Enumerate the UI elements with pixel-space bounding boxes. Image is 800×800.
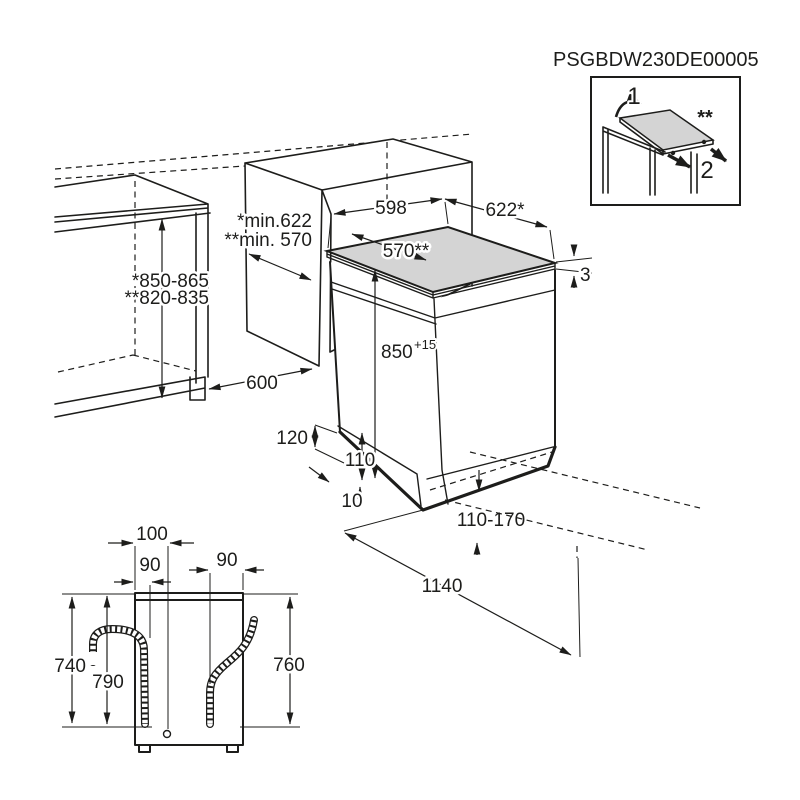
side-gap-connectors [314,424,345,464]
toe-step-arrow-diag [308,466,330,483]
inset-step1-label: 1 [627,83,640,110]
counter-depth-label: 600 [246,373,278,394]
rear-extension-lines [62,546,300,729]
dishwasher-base-heavy-edges [338,430,557,512]
counter-height-label-a: *850-865 [132,271,209,292]
worktop-pin-right [701,139,707,145]
floor-dashed-lines [429,451,701,558]
drawing-code: PSGBDW230DE00005 [553,49,759,71]
drain-hose-connector [85,652,100,665]
pull-arrow-left [667,153,691,169]
inset-note-label: ** [697,107,713,129]
counter-height-label-b: **820-835 [124,288,209,309]
thickness-extension-lines [555,257,593,274]
rear-view: 100 90 90 740 790 760 [52,522,307,753]
base-height-label: 110 [345,450,375,471]
door-open-label: 1140 [422,576,463,597]
dishwasher: 598 622* 570** 3 850 +15 120 110 10 110-… [274,196,593,555]
top-diagonal-arrow [444,198,548,228]
niche-depth-label-a: *min.622 [237,211,312,232]
pull-arrow-right [709,147,728,163]
inlet-hose-ribs [207,619,257,724]
inset-cabinet-frame [602,126,698,196]
top-depth-label: 570** [383,241,430,262]
top-diagonal-label: 622* [485,200,525,221]
left-cabinet: *850-865 **820-835 [54,133,474,418]
top-width-arrow [333,197,443,216]
inlet-valve-connector [247,592,270,618]
inset-worktop-thickness [619,117,714,155]
plinth-range-label: 110-170 [457,510,525,531]
cord-height-label: 790 [92,672,124,693]
niche-depth-label-b: **min. 570 [224,230,312,251]
thickness-label: 3 [580,265,591,286]
power-cord-gland [162,729,172,739]
door-open-arrow [344,532,572,656]
worktop-pin-left [670,150,676,156]
door-open-extension-lines [343,509,581,658]
cord-offset-label: 100 [136,524,168,545]
inlet-offset-label: 90 [216,550,237,571]
dishwasher-body [330,262,555,510]
inset-worktop-removal: 1 2 ** [590,76,741,206]
height-tolerance-label: +15 [414,337,436,352]
drain-offset-label: 90 [139,555,160,576]
floor-projection: 1140 [343,451,701,658]
left-cabinet-outline [54,174,211,418]
top-width-label: 598 [375,198,407,219]
height-label: 850 [381,342,413,363]
toe-step-label: 10 [341,491,362,512]
drain-height-label: 740 [54,656,86,677]
dishwasher-edges [329,261,556,448]
niche-depth-arrow [248,253,312,281]
inset-step2-label: 2 [700,157,713,184]
drain-hose-ribs [90,625,148,725]
rear-cabinet-outline [134,592,244,753]
niche-cabinet: *min.622 **min. 570 600 [208,138,473,397]
inlet-height-label: 760 [273,655,305,676]
niche-top-face [245,139,472,190]
counter-depth-arrow [208,367,313,391]
top-depth-arrow [351,233,427,261]
side-gap-label: 120 [276,428,308,449]
worktop-edge-lines [326,250,556,299]
tilt-arrow [614,93,642,118]
